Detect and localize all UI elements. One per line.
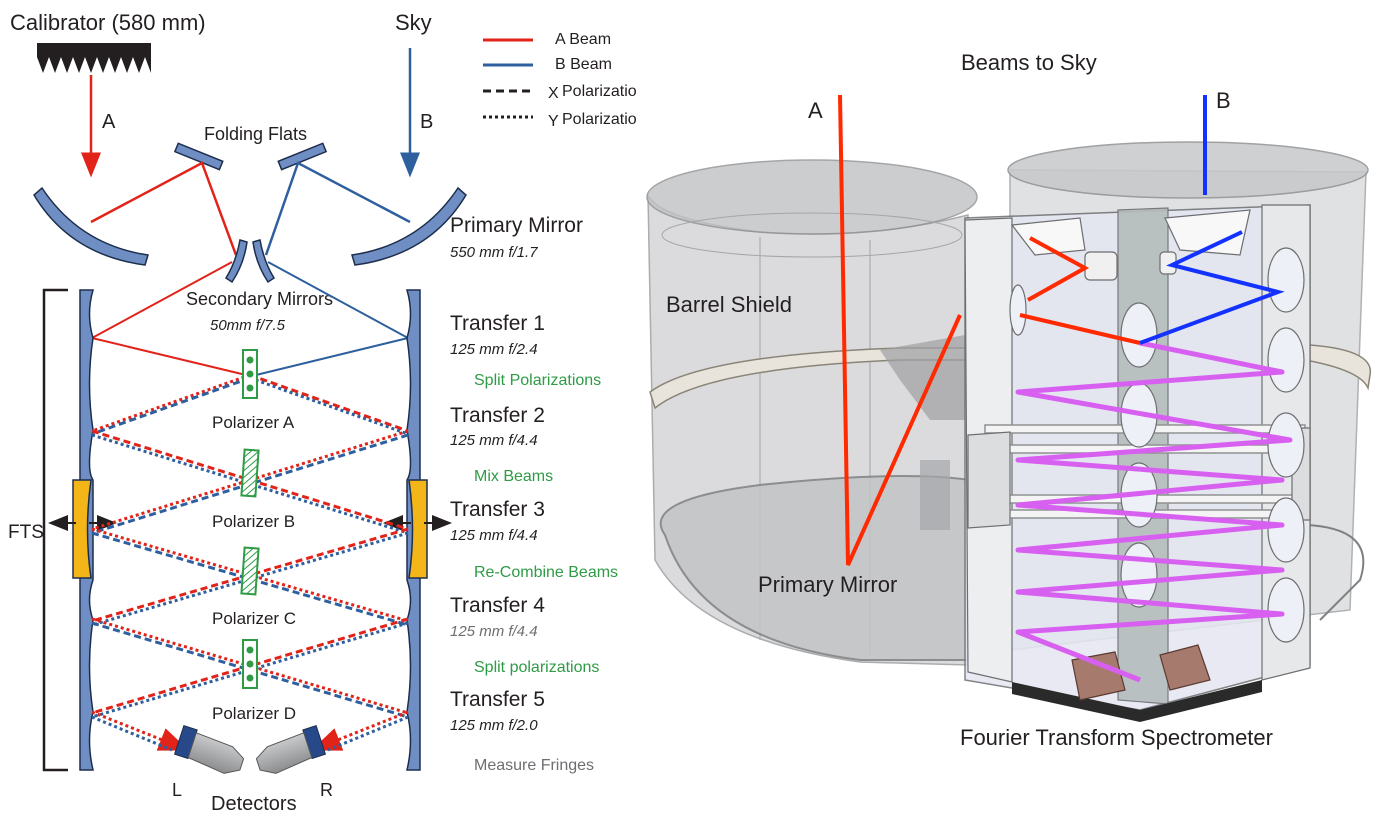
beam-b-letter: B xyxy=(420,111,433,133)
fts-tower-center-panel xyxy=(1117,207,1169,705)
primary-mirror-spec: 550 mm f/1.7 xyxy=(450,244,538,261)
barrel-shield-label: Barrel Shield xyxy=(666,292,792,317)
fts-mirror-left xyxy=(72,479,92,579)
polarizer-label-d: Polarizer D xyxy=(212,704,296,723)
transfer-spec-1: 125 mm f/2.4 xyxy=(450,341,538,358)
folding-flat-left xyxy=(173,142,224,171)
stage-label-recombine: Re-Combine Beams xyxy=(474,564,618,581)
beams-to-sky-label: Beams to Sky xyxy=(961,50,1097,75)
detector-block-left xyxy=(1071,651,1126,701)
support-ring-right xyxy=(1304,344,1372,391)
folding-flats-label: Folding Flats xyxy=(204,124,307,144)
instrument-rendering: Beams to Sky A B Barrel Shield Primary M… xyxy=(646,50,1372,750)
polarizer-grid-b xyxy=(240,448,260,498)
fts-label: FTS xyxy=(8,522,44,543)
legend-b-beam-label: B Beam xyxy=(555,56,612,73)
render-beam-a xyxy=(838,94,962,566)
calibrator-label: Calibrator (580 mm) xyxy=(10,10,206,35)
render-beam-a-label: A xyxy=(808,98,823,123)
secondary-mirrors-label: Secondary Mirrors xyxy=(186,289,333,309)
polarizer-grid-d xyxy=(242,639,258,689)
primary-mirror-right xyxy=(351,186,467,266)
fts-bracket xyxy=(42,288,68,772)
legend-clip xyxy=(640,80,650,140)
beam-a-letter: A xyxy=(102,111,116,133)
optical-schematic: Calibrator (580 mm) Sky A B Folding Flat… xyxy=(8,10,650,815)
transfer-label-1: Transfer 1 xyxy=(450,312,545,335)
detector-right-icon xyxy=(255,725,327,774)
polarizer-grid-a xyxy=(242,349,258,399)
fts-tower-base xyxy=(1012,680,1262,722)
barrel-inner-rim xyxy=(661,212,963,258)
inner-bracket xyxy=(880,335,965,420)
fts-title-label: Fourier Transform Spectrometer xyxy=(960,725,1273,750)
render-beam-a-top xyxy=(1027,236,1090,302)
barrel-shield-rim xyxy=(646,159,978,235)
legend-a-beam-label: A Beam xyxy=(555,31,611,48)
sky-label: Sky xyxy=(395,10,432,35)
stage-label-mix: Mix Beams xyxy=(474,468,553,485)
transfer-label-5: Transfer 5 xyxy=(450,688,545,711)
beam-b-to-folding xyxy=(264,161,411,256)
transfer-spec-4: 125 mm f/4.4 xyxy=(450,623,538,640)
polarizer-label-a: Polarizer A xyxy=(212,413,295,432)
folding-flat-right xyxy=(277,142,328,171)
fts-beam-zigzag xyxy=(1015,340,1293,683)
top-mirror-left xyxy=(1010,217,1086,256)
detector-left-icon xyxy=(173,725,245,774)
stage-label-split: Split Polarizations xyxy=(474,372,601,389)
legend: A Beam B Beam X Polarizatio Y Polarizati… xyxy=(483,31,637,130)
legend-x-pol-prefix: X xyxy=(548,85,559,102)
transfer-label-2: Transfer 2 xyxy=(450,404,545,427)
primary-mirror-left xyxy=(33,186,149,266)
secondary-mirror-left-3d xyxy=(1084,251,1118,281)
transfer-spec-3: 125 mm f/4.4 xyxy=(450,527,538,544)
inner-post xyxy=(920,460,950,530)
transfer-spec-5: 125 mm f/2.0 xyxy=(450,717,538,734)
detector-left-label: L xyxy=(172,780,182,800)
polarizer-label-c: Polarizer C xyxy=(212,609,296,628)
polarizer-grid-c xyxy=(240,546,260,596)
transfer-label-4: Transfer 4 xyxy=(450,594,545,617)
secondary-mirror-right xyxy=(252,239,276,284)
render-beam-b-label: B xyxy=(1216,88,1231,113)
detector-right-label: R xyxy=(320,780,333,800)
secondary-mirrors-spec: 50mm f/7.5 xyxy=(210,317,286,334)
legend-y-pol-prefix: Y xyxy=(548,113,559,130)
transfer-spec-2: 125 mm f/4.4 xyxy=(450,432,538,449)
primary-mirror-label: Primary Mirror xyxy=(450,214,583,237)
detectors-label: Detectors xyxy=(211,793,297,815)
fts-cylinder-rim xyxy=(1007,141,1369,199)
measure-fringes-label: Measure Fringes xyxy=(474,757,594,774)
transfer-label-3: Transfer 3 xyxy=(450,498,545,521)
render-primary-mirror-label: Primary Mirror xyxy=(758,572,897,597)
legend-y-pol-label: Polarizatio xyxy=(562,111,637,128)
polarizer-label-b: Polarizer B xyxy=(212,512,295,531)
stage-label-split-2: Split polarizations xyxy=(474,659,599,676)
secondary-mirror-left xyxy=(224,239,248,284)
calibrator-icon xyxy=(37,43,151,73)
render-beam-b-tower xyxy=(1139,230,1285,345)
top-mirror-right xyxy=(1164,209,1251,256)
render-beam-a-tower xyxy=(1019,313,1141,345)
rail-bracket-left xyxy=(967,431,1011,529)
fts-mirror-right xyxy=(408,479,428,579)
detector-block-right xyxy=(1159,644,1211,691)
beam-a-to-folding xyxy=(90,161,238,256)
legend-x-pol-label: Polarizatio xyxy=(562,83,637,100)
